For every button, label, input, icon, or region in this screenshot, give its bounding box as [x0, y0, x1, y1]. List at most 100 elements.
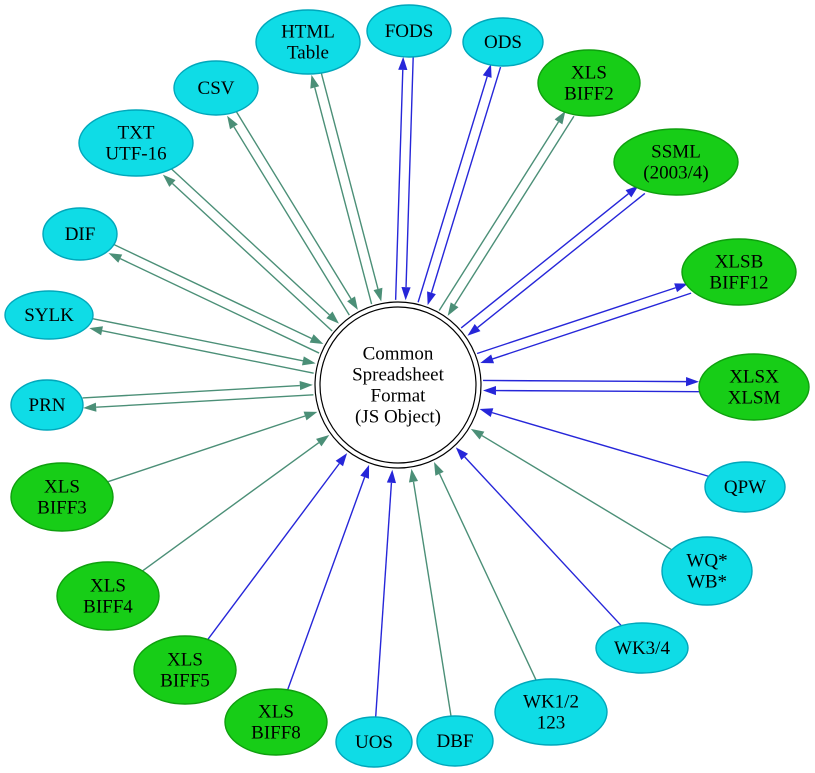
node-label-dif: DIF [65, 224, 96, 245]
node-ellipse-xls-biff4 [56, 561, 160, 631]
node-qpw: QPW [704, 461, 786, 513]
node-label-xls-biff5: BIFF5 [160, 671, 210, 692]
edge-read-sylk-line [91, 317, 304, 362]
edge-write-sylk-line [101, 330, 314, 374]
node-label-xlsx: XLSM [728, 388, 781, 409]
edge-read-prn-arrowhead [299, 380, 313, 391]
node-label-xlsb: BIFF12 [709, 273, 768, 294]
edge-read-wk34-line [464, 456, 622, 627]
edge-read-xlsx-arrowhead [482, 385, 496, 396]
edge-read-uos-line [374, 482, 393, 718]
edge-write-fods-arrowhead [398, 56, 408, 70]
node-ellipse-sylk [4, 290, 94, 340]
node-ellipse-dif [42, 207, 118, 261]
node-label-xls-biff3: XLS [44, 477, 80, 498]
edge-write-ods-arrowhead [482, 64, 492, 78]
edges-layer [82, 56, 710, 718]
center-inner-circle [319, 306, 477, 464]
edge-read-qpw-arrowhead [479, 408, 494, 418]
node-ellipse-xls-biff2 [537, 49, 641, 117]
node-ellipse-xls-biff5 [133, 635, 237, 705]
node-label-xls-biff3: BIFF3 [37, 498, 87, 519]
node-ellipse-html-table [255, 9, 361, 75]
node-label-prn: PRN [29, 395, 66, 416]
edge-read-prn-line [82, 384, 300, 399]
node-ellipse-qpw [704, 461, 786, 513]
edge-read-xls-biff8-arrowhead [360, 464, 370, 479]
node-label-txt-utf16: TXT [118, 123, 155, 144]
edge-write-xlsb-line [476, 287, 676, 355]
node-label-wk34: WK3/4 [614, 638, 670, 659]
edge-write-xls-biff2-arrowhead [554, 110, 566, 125]
node-label-ssml: SSML [651, 142, 701, 163]
node-ellipse-txt-utf16 [78, 109, 194, 177]
node-label-sylk: SYLK [24, 305, 74, 326]
node-label-xls-biff2: XLS [571, 63, 607, 84]
edge-write-html-table-arrowhead [310, 74, 320, 89]
center-node-label: Format [371, 386, 427, 407]
node-ellipse-ods [462, 17, 544, 67]
edge-read-wq-wb-line [481, 434, 673, 551]
node-ellipse-dbf [416, 715, 494, 767]
node-ellipse-ssml [613, 128, 739, 196]
edge-write-fods-line [394, 69, 404, 300]
node-ellipse-xlsb [681, 238, 797, 306]
node-label-wk12: 123 [537, 713, 566, 734]
edge-read-xlsx-line [495, 389, 699, 393]
edge-write-xlsb-arrowhead [674, 283, 688, 293]
edge-read-ssml-line [477, 192, 646, 329]
node-uos: UOS [335, 716, 413, 768]
edge-write-sylk-arrowhead [89, 326, 103, 336]
edge-write-xlsx-line [483, 379, 687, 383]
node-ods: ODS [462, 17, 544, 67]
node-label-uos: UOS [355, 732, 393, 753]
node-ellipse-csv [173, 60, 259, 116]
edge-write-dif-arrowhead [108, 253, 123, 263]
node-label-wq-wb: WB* [687, 572, 727, 593]
node-ellipse-prn [10, 379, 84, 431]
edge-read-xls-biff2-arrowhead [447, 302, 459, 316]
edge-write-html-table-line [314, 87, 373, 305]
edge-read-csv-line [235, 110, 352, 300]
node-label-xls-biff8: BIFF8 [251, 723, 301, 744]
node-csv: CSV [173, 60, 259, 116]
node-label-xls-biff4: BIFF4 [83, 597, 133, 618]
node-label-wk12: WK1/2 [523, 692, 579, 713]
edge-read-dbf-arrowhead [408, 468, 419, 483]
edge-read-fods-line [405, 57, 414, 288]
edge-read-txt-utf16-line [169, 166, 330, 316]
edge-read-xls-biff5-arrowhead [335, 453, 348, 467]
edge-read-qpw-line [491, 411, 710, 478]
node-dbf: DBF [416, 715, 494, 767]
node-label-xls-biff4: XLS [90, 576, 126, 597]
edge-read-xlsb-arrowhead [480, 354, 495, 364]
node-label-xlsb: XLSB [715, 252, 764, 273]
node-wq-wb: WQ*WB* [661, 536, 753, 606]
edge-read-txt-utf16-arrowhead [326, 311, 339, 324]
node-label-html-table: HTML [281, 22, 335, 43]
node-ellipse-xls-biff8 [224, 688, 328, 756]
node-ellipse-uos [335, 716, 413, 768]
edge-write-txt-utf16-line [171, 182, 333, 332]
node-label-fods: FODS [385, 21, 434, 42]
edge-read-xls-biff8-line [286, 476, 366, 691]
node-label-html-table: Table [287, 43, 329, 64]
center-outer-circle [314, 301, 482, 469]
edge-write-prn-arrowhead [83, 402, 97, 412]
node-label-txt-utf16: UTF-16 [105, 144, 166, 165]
edge-read-xls-biff3-arrowhead [303, 411, 318, 421]
edge-write-ods-line [417, 76, 488, 303]
edge-write-ssml-line [460, 193, 629, 329]
edge-read-html-table-arrowhead [373, 287, 383, 302]
node-label-wq-wb: WQ* [686, 551, 727, 572]
